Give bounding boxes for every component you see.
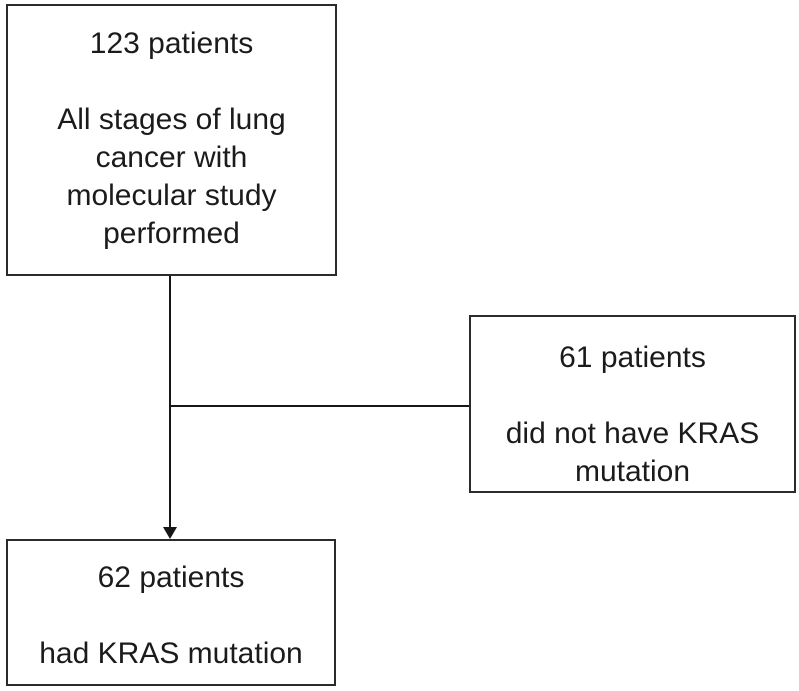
flow-box-no-kras-mutation: 61 patients did not have KRAS mutation: [469, 315, 796, 493]
box-description-line: cancer with: [95, 141, 248, 174]
box-description-line: had KRAS mutation: [39, 637, 303, 670]
blank-line: [8, 597, 334, 635]
flow-box-kras-mutation: 62 patients had KRAS mutation: [6, 539, 336, 686]
box-description-line: performed: [103, 217, 240, 250]
blank-line: [8, 63, 335, 101]
arrow-down-icon: [163, 527, 177, 539]
blank-line: [471, 377, 794, 415]
box-description-line: molecular study: [66, 179, 277, 212]
box-description-line: did not have KRAS: [505, 417, 760, 450]
box-description-line: All stages of lung: [57, 103, 286, 136]
patient-count: 62 patients: [97, 561, 245, 594]
box-description-line: mutation: [574, 455, 691, 488]
connector-vertical-line: [169, 276, 171, 528]
patient-count: 61 patients: [559, 341, 706, 374]
connector-horizontal-line: [170, 405, 469, 407]
flow-box-all-patients: 123 patients All stages of lung cancer w…: [6, 4, 337, 276]
patient-count: 123 patients: [89, 27, 254, 60]
